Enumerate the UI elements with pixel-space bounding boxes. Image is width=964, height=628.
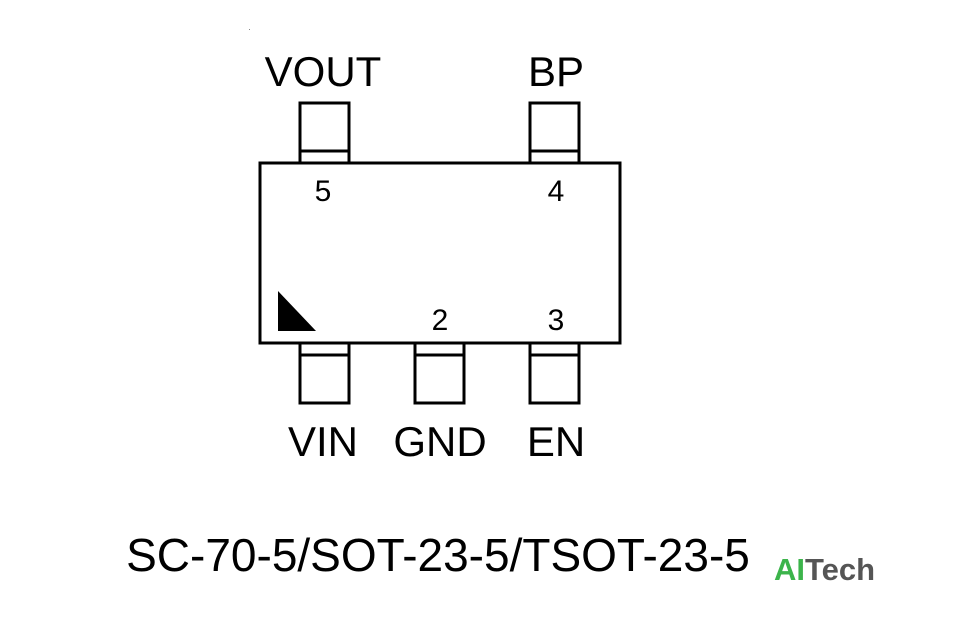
pin-3-lead bbox=[528, 341, 581, 405]
watermark-text-b: Tech bbox=[805, 552, 875, 587]
pin-5-label: VOUT bbox=[265, 48, 382, 95]
pin-2-label: GND bbox=[393, 418, 486, 465]
package-label: SC-70-5/SOT-23-5/TSOT-23-5 bbox=[126, 529, 750, 581]
pin-4-label: BP bbox=[528, 48, 584, 95]
package-body bbox=[258, 161, 622, 345]
pin-2-lead bbox=[413, 341, 466, 405]
pin1-triangle-icon bbox=[278, 291, 316, 331]
watermark-logo: AITech bbox=[774, 552, 875, 587]
watermark-text-a: AI bbox=[774, 552, 805, 587]
pin-5-number: 5 bbox=[315, 175, 332, 208]
artifact-dot bbox=[249, 29, 250, 30]
pin-1-label: VIN bbox=[288, 418, 358, 465]
pin-5-lead bbox=[298, 101, 351, 165]
pin-1-lead bbox=[298, 341, 351, 405]
pin-3-label: EN bbox=[527, 418, 585, 465]
pin-2-number: 2 bbox=[432, 304, 449, 337]
pin-3-number: 3 bbox=[548, 304, 565, 337]
pin-4-number: 4 bbox=[548, 175, 565, 208]
pin-4-lead bbox=[528, 101, 581, 165]
